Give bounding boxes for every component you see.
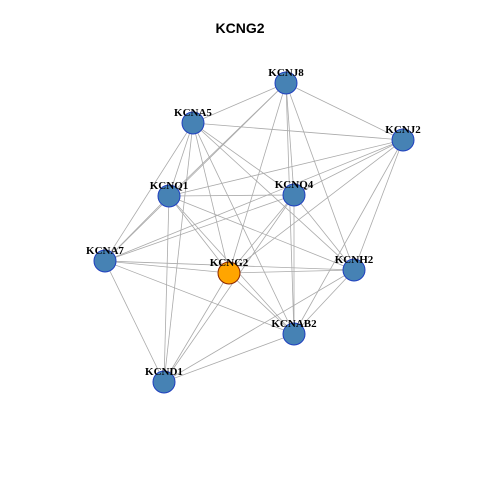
- node-circle-kcnh2: [342, 258, 366, 282]
- edge-kcnh2-kcnd1: [163, 269, 355, 383]
- edge-kcnq4-kcna7: [104, 194, 295, 262]
- edge-kcng2-kcnd1: [163, 272, 230, 383]
- edges-layer: [104, 82, 404, 383]
- edge-kcna5-kcnj2: [192, 122, 404, 141]
- node-label-kcnq1: KCNQ1: [150, 180, 189, 192]
- edge-kcnj2-kcnh2: [353, 139, 404, 271]
- node-kcnd1: KCND1: [145, 366, 183, 394]
- edge-kcna7-kcnab2: [104, 260, 295, 335]
- edge-kcna5-kcnq4: [192, 122, 295, 196]
- edge-kcnj8-kcnh2: [285, 82, 355, 271]
- node-kcnh2: KCNH2: [335, 254, 374, 282]
- node-kcng2: KCNG2: [210, 257, 249, 285]
- node-circle-kcnq4: [282, 183, 306, 207]
- edge-kcna7-kcng2: [104, 260, 230, 274]
- edge-kcna5-kcnh2: [192, 122, 355, 271]
- edge-kcna5-kcna7: [104, 122, 194, 262]
- node-circle-kcng2: [217, 261, 241, 285]
- edge-kcnj8-kcna5: [192, 82, 287, 124]
- node-label-kcna7: KCNA7: [86, 245, 124, 257]
- node-kcnq1: KCNQ1: [150, 180, 189, 208]
- edge-kcnq1-kcnq4: [168, 194, 295, 197]
- node-label-kcnj2: KCNJ2: [385, 124, 421, 136]
- edge-kcnj8-kcnj2: [285, 82, 404, 141]
- node-circle-kcnj8: [274, 71, 298, 95]
- node-kcnj8: KCNJ8: [268, 67, 304, 95]
- node-circle-kcnd1: [152, 370, 176, 394]
- node-kcnab2: KCNAB2: [271, 318, 317, 346]
- edge-kcnj2-kcna7: [104, 139, 404, 262]
- edge-kcnj8-kcng2: [228, 82, 287, 274]
- edge-kcng2-kcnab2: [228, 272, 295, 335]
- edge-kcna5-kcnd1: [163, 122, 194, 383]
- node-circle-kcnq1: [157, 184, 181, 208]
- edge-kcnq1-kcng2: [168, 195, 230, 274]
- node-label-kcnh2: KCNH2: [335, 254, 374, 266]
- node-circle-kcna7: [93, 249, 117, 273]
- edge-kcng2-kcnh2: [228, 269, 355, 274]
- edge-kcnq1-kcnh2: [168, 195, 355, 271]
- edge-kcnj2-kcnq4: [293, 139, 404, 196]
- edge-kcnq4-kcnd1: [163, 194, 295, 383]
- node-kcnj2: KCNJ2: [385, 124, 421, 152]
- edge-kcnq4-kcng2: [228, 194, 295, 274]
- edge-kcna7-kcnd1: [104, 260, 165, 383]
- edge-kcnj8-kcna7: [104, 82, 287, 262]
- edge-kcnq1-kcnd1: [163, 195, 170, 383]
- edge-kcnh2-kcnab2: [293, 269, 355, 335]
- node-label-kcng2: KCNG2: [210, 257, 249, 269]
- edge-kcna5-kcnq1: [168, 122, 194, 197]
- node-label-kcnq4: KCNQ4: [275, 179, 314, 191]
- node-kcna7: KCNA7: [86, 245, 124, 273]
- node-circle-kcna5: [181, 111, 205, 135]
- edge-kcnj2-kcnq1: [168, 139, 404, 197]
- edge-kcnj2-kcnab2: [293, 139, 404, 335]
- node-label-kcnj8: KCNJ8: [268, 67, 304, 79]
- node-label-kcna5: KCNA5: [174, 107, 212, 119]
- edge-kcna5-kcng2: [192, 122, 230, 274]
- edge-kcnq4-kcnh2: [293, 194, 355, 271]
- edge-kcnab2-kcnd1: [163, 333, 295, 383]
- edge-kcnq1-kcna7: [104, 195, 170, 262]
- edge-kcnj8-kcnq4: [285, 82, 295, 196]
- edge-kcnj8-kcnab2: [285, 82, 295, 335]
- node-kcnq4: KCNQ4: [275, 179, 314, 207]
- edge-kcna5-kcnab2: [192, 122, 295, 335]
- node-circle-kcnj2: [391, 128, 415, 152]
- node-label-kcnd1: KCND1: [145, 366, 183, 378]
- node-label-kcnab2: KCNAB2: [271, 318, 317, 330]
- node-circle-kcnab2: [282, 322, 306, 346]
- node-kcna5: KCNA5: [174, 107, 212, 135]
- diagram-title: KCNG2: [215, 20, 265, 36]
- edge-kcnj2-kcng2: [228, 139, 404, 274]
